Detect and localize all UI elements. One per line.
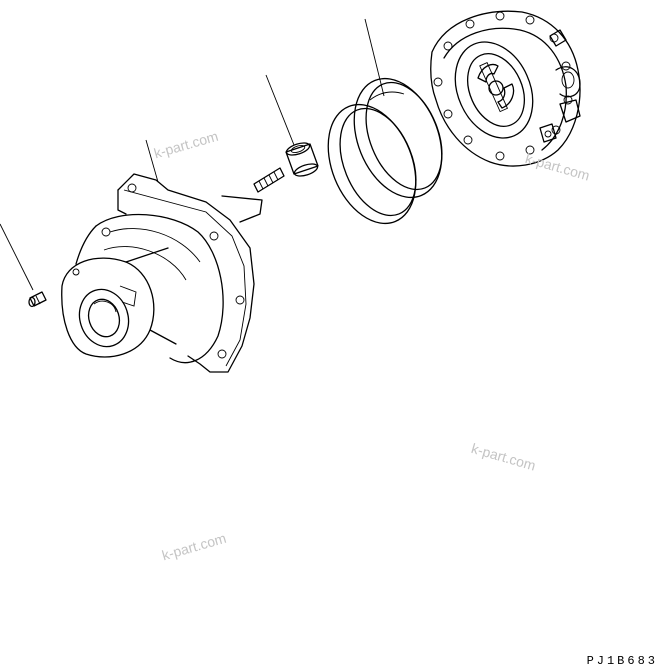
sleeve-part <box>285 142 319 177</box>
leader-line-sleeve <box>265 74 295 146</box>
seal-ring-part <box>327 77 443 225</box>
leader-line-housing <box>145 139 159 183</box>
leader-lines <box>0 18 385 291</box>
bolt-part <box>28 291 47 308</box>
drawing-code: PJ1B683 <box>586 654 658 668</box>
leader-line-bolt <box>0 223 34 291</box>
spring-part <box>253 167 285 193</box>
leader-line-seal <box>364 18 385 97</box>
motor-housing-part <box>61 173 263 373</box>
valve-cover-part <box>430 10 581 167</box>
